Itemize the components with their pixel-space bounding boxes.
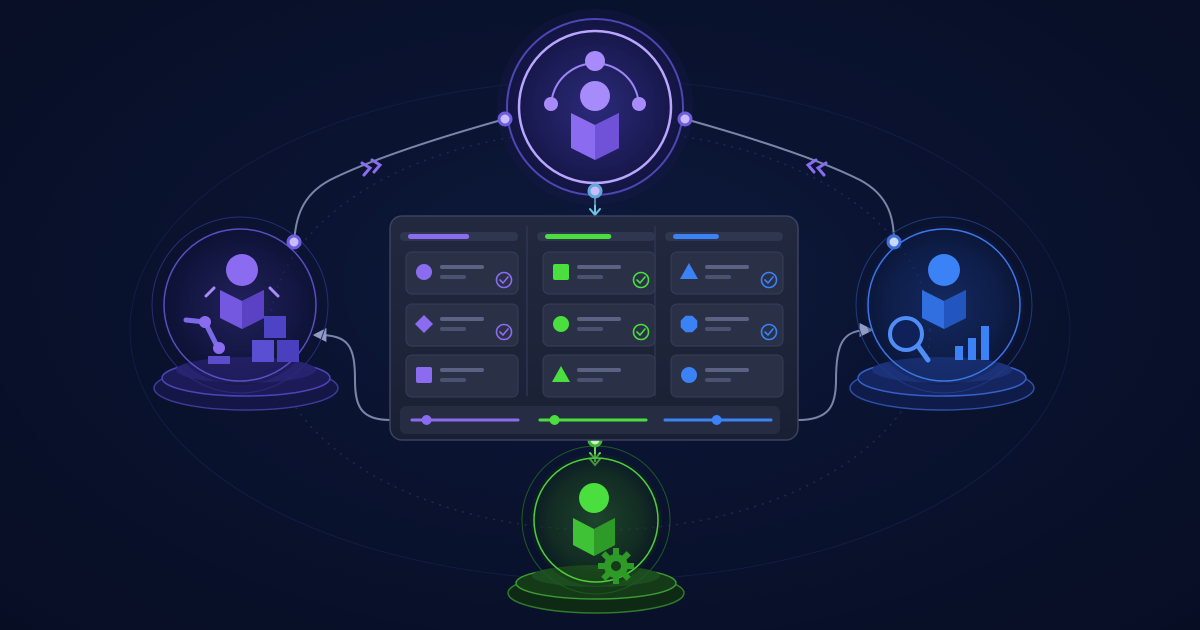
octagon-icon — [680, 315, 698, 333]
connector-orchestrator-builder — [293, 118, 506, 243]
agent-builder[interactable] — [151, 216, 339, 411]
agent-analyst[interactable] — [849, 216, 1035, 411]
connectors — [293, 118, 895, 462]
person-icon — [580, 81, 610, 111]
board-column — [400, 232, 519, 398]
card-text-line — [440, 265, 484, 269]
column-progress-fill — [545, 234, 612, 239]
card-text-line — [705, 265, 749, 269]
card-text-line — [705, 378, 731, 382]
circle-icon — [416, 264, 432, 280]
check-icon — [760, 323, 778, 341]
connector-board-analyst — [797, 323, 874, 421]
card-text-line — [440, 317, 484, 321]
board-column — [665, 232, 784, 398]
agent-orchestrator[interactable] — [497, 9, 693, 205]
timeline-marker[interactable] — [549, 415, 560, 425]
chevron-right-icon — [360, 158, 383, 177]
connector-orchestrator-analyst — [684, 118, 895, 243]
card-text-line — [577, 327, 603, 331]
triangle-icon — [552, 366, 570, 382]
task-card[interactable] — [670, 251, 784, 295]
check-icon — [495, 271, 513, 289]
column-progress-fill — [408, 234, 470, 239]
gear-icon — [598, 548, 634, 584]
chevron-left-icon — [805, 158, 828, 177]
card-text-line — [577, 378, 603, 382]
task-card[interactable] — [405, 303, 519, 347]
circle-icon — [681, 367, 697, 383]
card-text-line — [705, 368, 749, 372]
task-card[interactable] — [542, 303, 656, 347]
circle-icon — [553, 316, 569, 332]
connector-node — [886, 234, 902, 250]
triangle-icon — [680, 263, 698, 279]
robot-arm-icon — [213, 342, 225, 354]
connector-node — [677, 111, 693, 127]
person-icon — [632, 97, 646, 111]
task-card[interactable] — [542, 251, 656, 295]
agent-operator[interactable] — [507, 445, 685, 614]
card-text-line — [440, 368, 484, 372]
check-icon — [760, 271, 778, 289]
person-icon — [585, 51, 605, 71]
timeline-segment — [538, 415, 648, 425]
card-text-line — [577, 275, 603, 279]
card-text-line — [440, 275, 466, 279]
column-progress-fill — [673, 234, 719, 239]
person-icon — [544, 97, 558, 111]
card-text-line — [577, 368, 621, 372]
connector-board-builder — [312, 328, 391, 421]
task-card[interactable] — [542, 354, 656, 398]
person-icon — [928, 254, 960, 286]
task-card[interactable] — [405, 354, 519, 398]
card-text-line — [705, 327, 731, 331]
person-icon — [579, 483, 609, 513]
robot-arm-icon — [199, 316, 211, 328]
task-card[interactable] — [670, 354, 784, 398]
check-icon — [632, 323, 650, 341]
card-text-line — [577, 317, 621, 321]
connector-node — [497, 111, 513, 127]
magnifier-icon — [888, 316, 931, 363]
card-text-line — [577, 265, 621, 269]
task-card[interactable] — [405, 251, 519, 295]
check-icon — [495, 323, 513, 341]
connector-node — [286, 234, 302, 250]
card-text-line — [705, 275, 731, 279]
boxes-icon — [252, 316, 299, 362]
timeline-segment — [663, 415, 773, 425]
timeline-marker[interactable] — [711, 415, 722, 425]
task-board — [389, 215, 799, 441]
arrow-down-icon — [589, 208, 601, 217]
square-icon — [553, 264, 569, 280]
card-text-line — [440, 378, 466, 382]
diamond-icon — [415, 315, 433, 333]
board-column — [537, 232, 656, 398]
timeline-segment — [410, 415, 520, 425]
timeline-marker[interactable] — [421, 415, 432, 425]
person-icon — [226, 254, 258, 286]
card-text-line — [705, 317, 749, 321]
card-text-line — [440, 327, 466, 331]
task-card[interactable] — [670, 303, 784, 347]
check-icon — [632, 271, 650, 289]
connector-node — [587, 183, 603, 199]
square-icon — [416, 367, 432, 383]
bar-chart-icon — [955, 326, 989, 360]
